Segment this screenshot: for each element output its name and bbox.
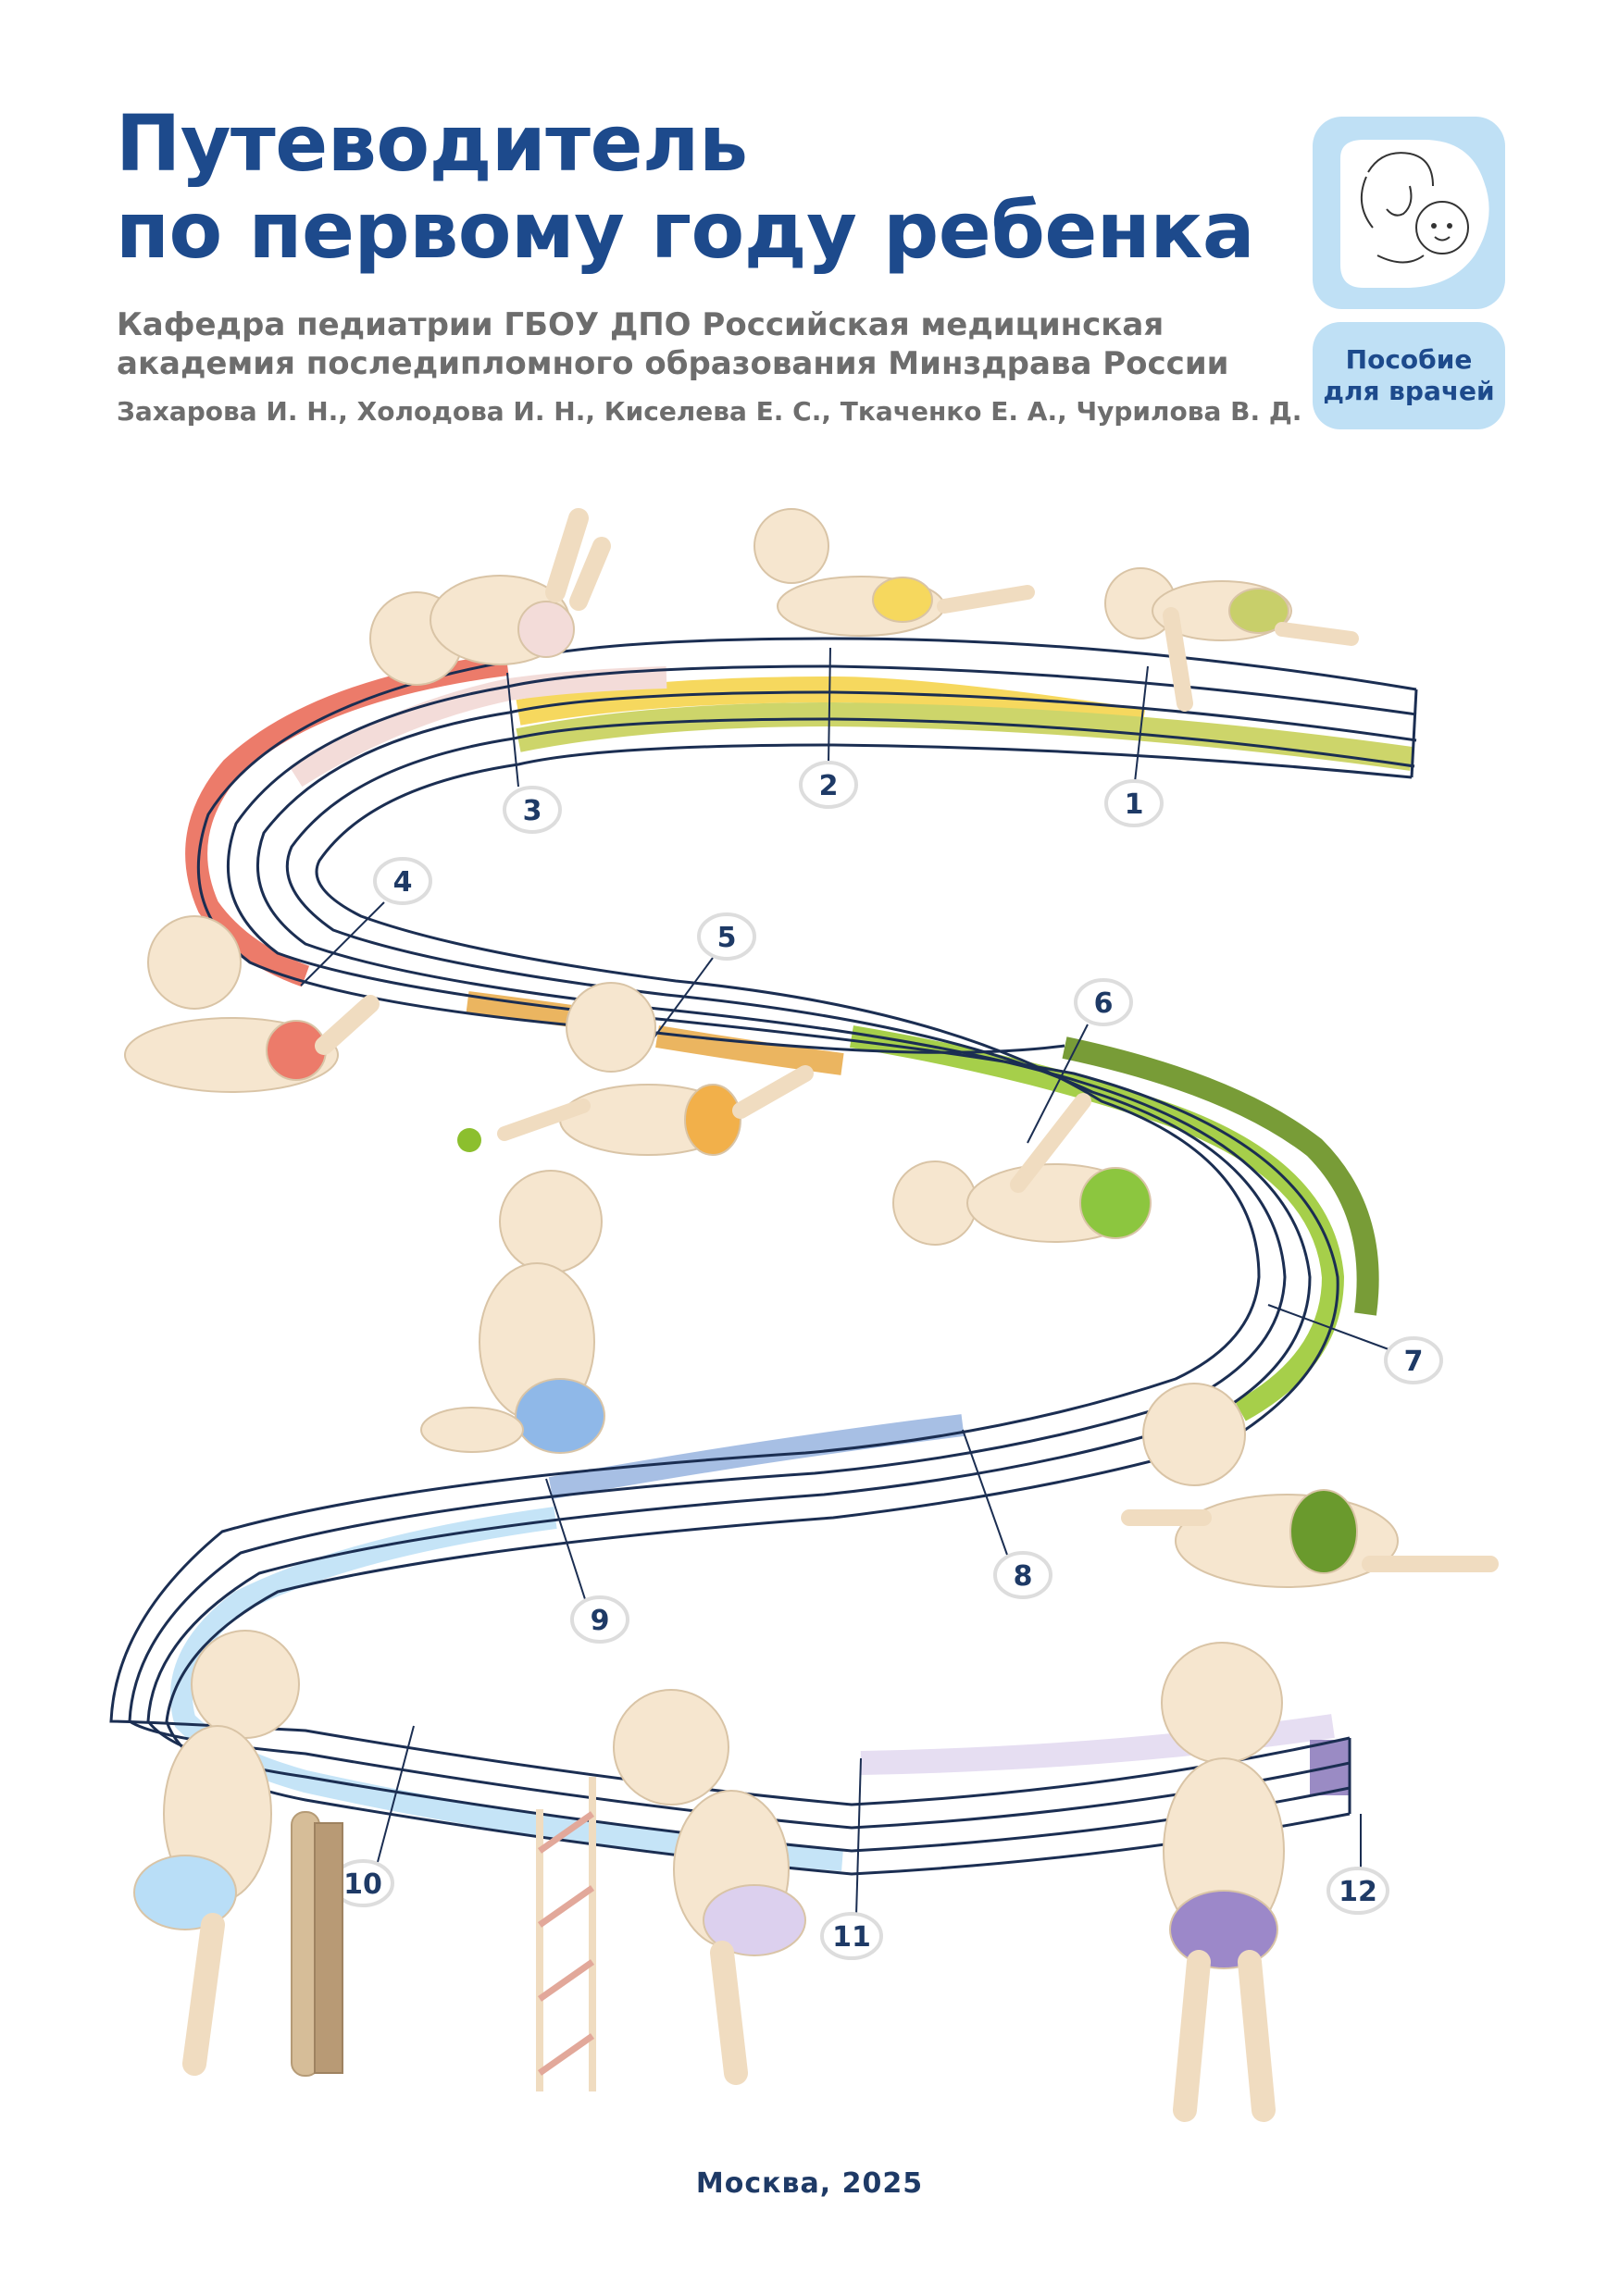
marker-month-2: 2: [799, 647, 858, 809]
marker-month-11: 11: [820, 1757, 883, 1960]
manual-for-doctors-badge: Пособие для врачей: [1313, 322, 1505, 429]
baby-month-5-illustration: [457, 982, 814, 1156]
institution: Кафедра педиатрии ГБОУ ДПО Российская ме…: [117, 305, 1228, 383]
lane-lines: [109, 637, 1418, 1876]
authors: Захарова И. Н., Холодова И. Н., Киселева…: [117, 396, 1302, 427]
svg-text:12: 12: [1339, 1876, 1377, 1908]
mother-and-baby-heart-icon: [1313, 117, 1505, 309]
baby-month-4-illustration: [124, 915, 380, 1093]
svg-text:7: 7: [1404, 1346, 1424, 1378]
month-markers: 1 2 3 4 5 6 7: [300, 647, 1443, 1960]
svg-text:6: 6: [1094, 987, 1114, 1020]
svg-text:5: 5: [717, 922, 737, 954]
marker-month-12: 12: [1326, 1814, 1389, 1915]
marker-month-7: 7: [1267, 1304, 1443, 1384]
baby-month-3-illustration: [369, 508, 611, 686]
baby-month-8-illustration: [1121, 1383, 1499, 1588]
page-title: Путеводитель по первому году ребенка: [116, 98, 1255, 276]
place-and-year: Москва, 2025: [695, 2167, 924, 2200]
marker-month-6: 6: [1027, 978, 1133, 1144]
baby-month-2-illustration: [753, 508, 1035, 637]
baby-month-1-illustration: [1104, 567, 1359, 712]
svg-text:3: 3: [523, 795, 542, 827]
title-line-1: Путеводитель: [116, 98, 748, 189]
baby-month-7-illustration: [420, 1170, 605, 1454]
svg-text:10: 10: [343, 1868, 382, 1901]
baby-month-11-illustration: [536, 1689, 806, 2091]
baby-month-10-illustration: [133, 1630, 343, 2077]
marker-month-8: 8: [962, 1429, 1052, 1599]
title-line-2: по первому году ребенка: [116, 185, 1255, 276]
svg-text:2: 2: [819, 770, 839, 802]
svg-text:11: 11: [832, 1921, 871, 1954]
svg-text:1: 1: [1125, 788, 1144, 821]
marker-month-1: 1: [1104, 665, 1164, 827]
marker-month-4: 4: [300, 857, 432, 987]
badge-line-2: для врачей: [1323, 376, 1495, 406]
baby-month-6-illustration: [892, 1093, 1152, 1246]
baby-month-12-illustration: [1161, 1642, 1285, 2122]
marker-month-9: 9: [545, 1478, 629, 1644]
baby-illustrations: [124, 508, 1499, 2122]
marker-month-5: 5: [647, 912, 756, 1047]
marker-month-10: 10: [331, 1725, 415, 1907]
svg-text:8: 8: [1014, 1560, 1033, 1593]
ball-icon: [457, 1128, 481, 1152]
institution-line-1: Кафедра педиатрии ГБОУ ДПО Российская ме…: [117, 306, 1164, 343]
badge-line-1: Пособие: [1345, 344, 1473, 375]
svg-text:4: 4: [393, 866, 413, 899]
svg-text:9: 9: [591, 1605, 610, 1637]
marker-month-3: 3: [503, 672, 562, 834]
institution-line-2: академия последипломного образования Мин…: [117, 345, 1229, 382]
